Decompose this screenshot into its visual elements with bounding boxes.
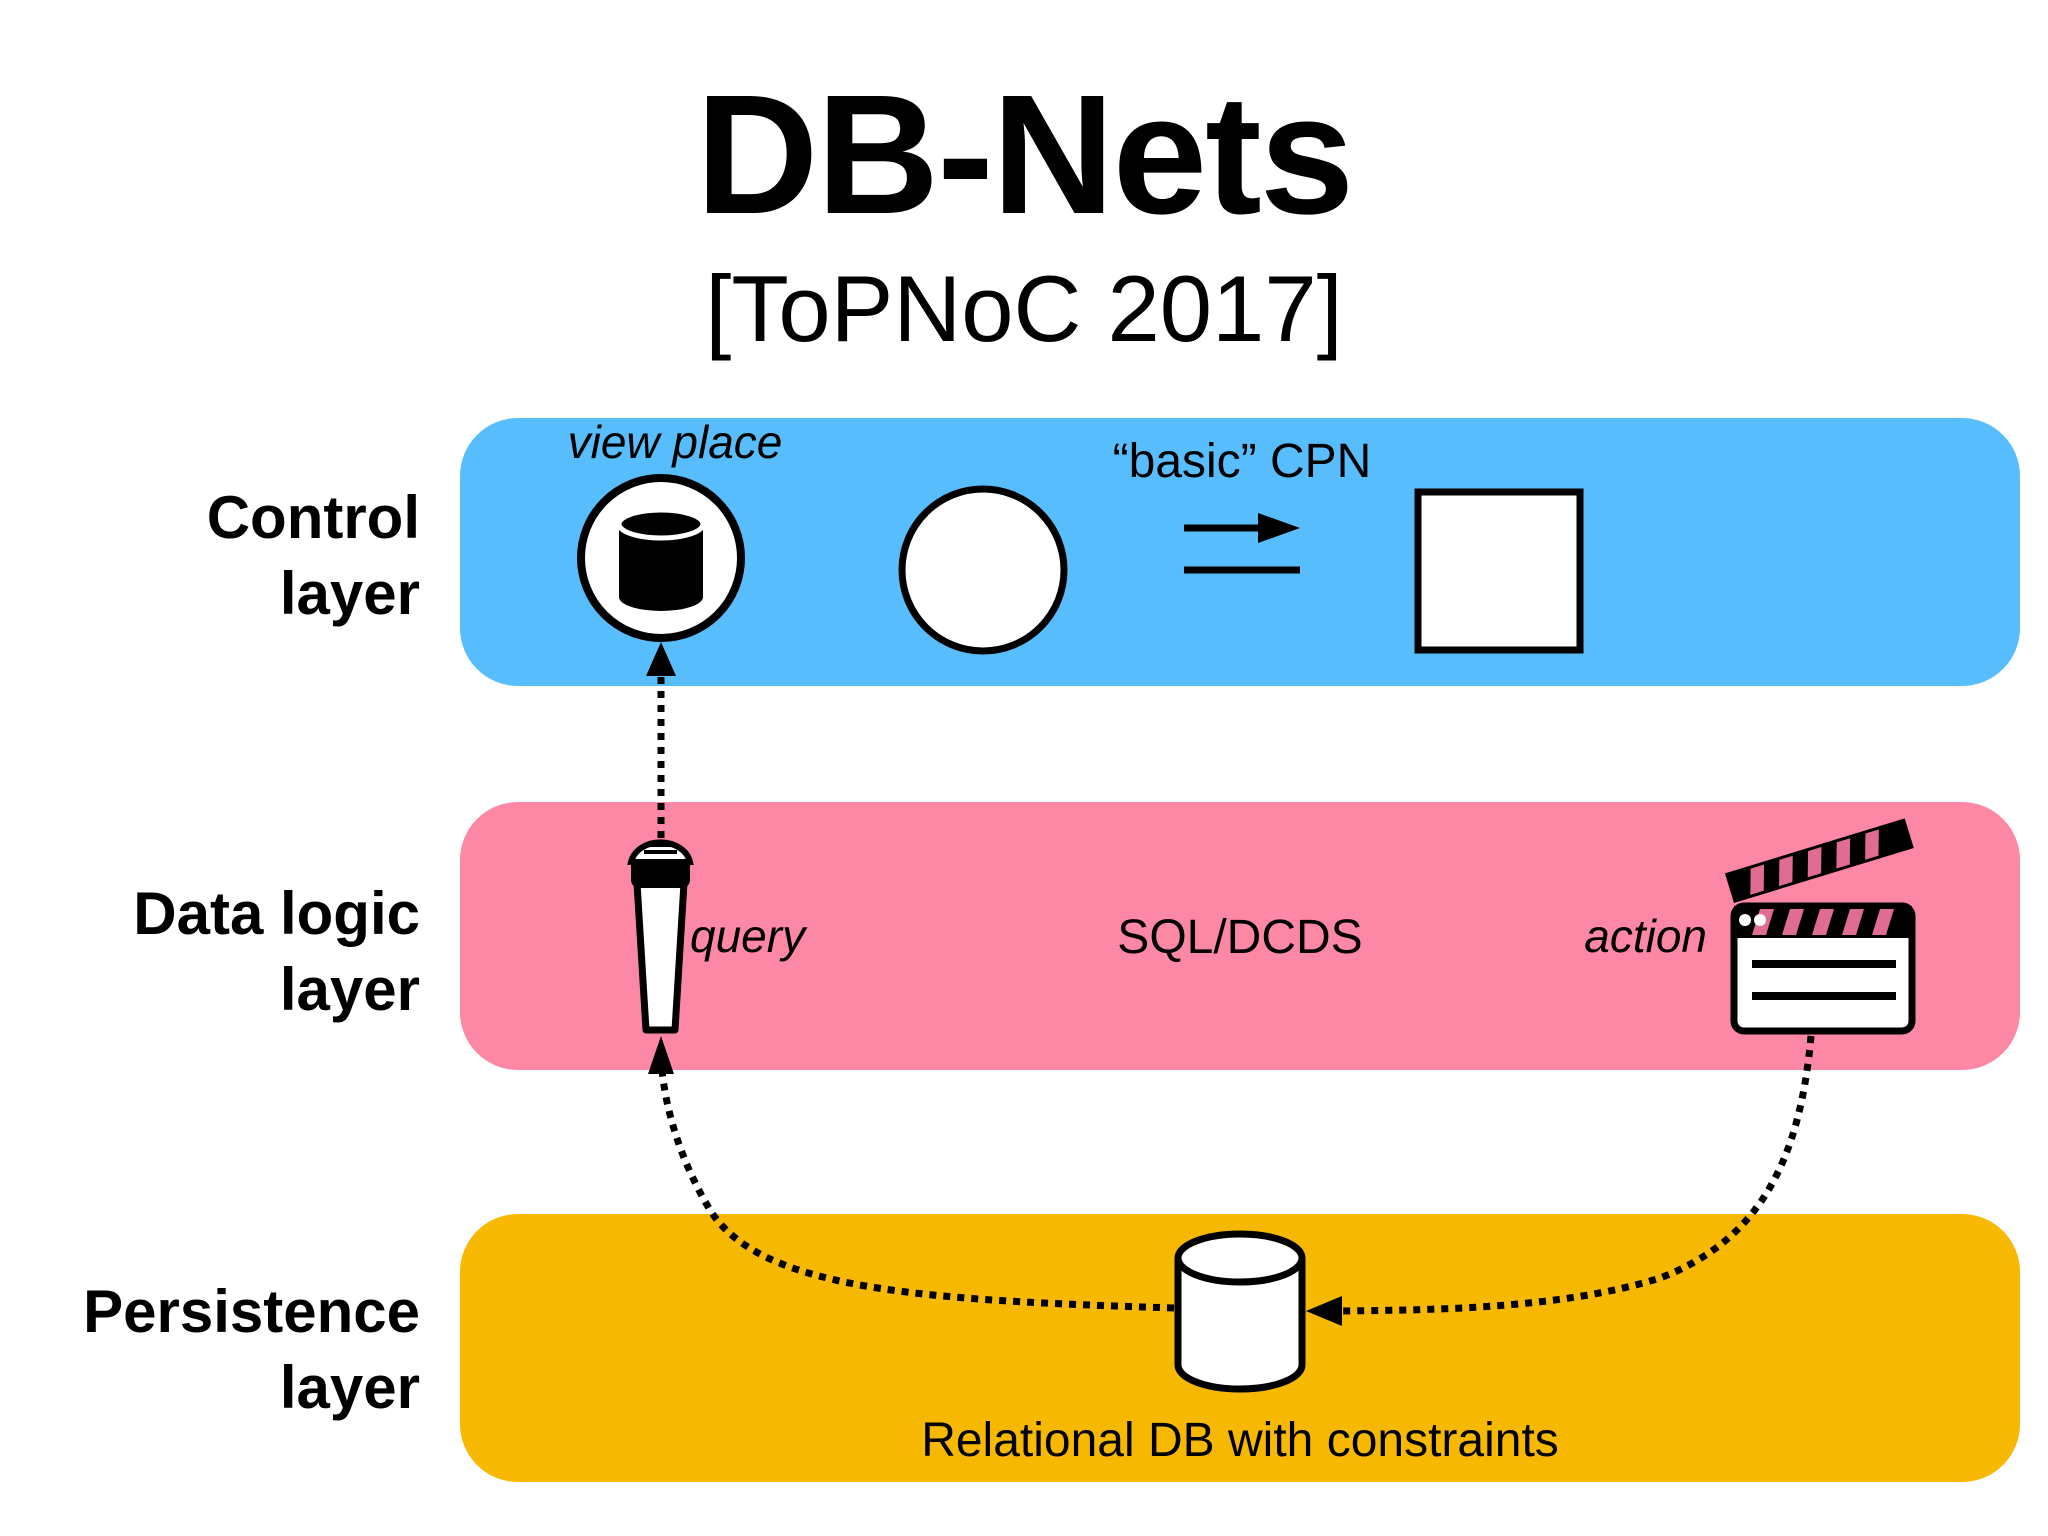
- basic-cpn-label: “basic” CPN: [1113, 435, 1372, 488]
- persistence-layer-label: Persistence layer: [83, 1274, 420, 1426]
- data-logic-layer-label-line2: layer: [279, 956, 420, 1023]
- transition-square-icon: [1414, 488, 1584, 654]
- view-place-icon: [577, 474, 745, 642]
- place-circle-icon: [898, 485, 1068, 655]
- control-layer-label-line2: layer: [279, 560, 420, 627]
- action-label: action: [1584, 910, 1707, 962]
- query-label: query: [690, 910, 808, 962]
- relational-db-label: Relational DB with constraints: [921, 1414, 1559, 1467]
- view-place-label: view place: [568, 416, 783, 468]
- query-arrow: [648, 1036, 1175, 1312]
- sql-dcds-label: SQL/DCDS: [1117, 911, 1362, 964]
- data-logic-layer-label: Data logic layer: [133, 876, 420, 1028]
- arc-arrow-icon: [1184, 513, 1300, 574]
- persistence-layer-label-line2: layer: [279, 1354, 420, 1421]
- data-logic-layer-label-line1: Data logic: [133, 880, 420, 947]
- persistence-layer-label-line1: Persistence: [83, 1278, 420, 1345]
- clapperboard-icon[interactable]: [1724, 818, 1916, 1035]
- page-subtitle: [ToPNoC 2017]: [705, 256, 1343, 361]
- query-result-arrow: [646, 642, 676, 838]
- control-layer-label-line1: Control: [206, 484, 420, 551]
- page-title: DB-Nets: [695, 60, 1355, 250]
- database-cylinder-icon[interactable]: [1174, 1230, 1306, 1393]
- microphone-icon[interactable]: [627, 839, 694, 1034]
- action-arrow: [1306, 1035, 1815, 1326]
- control-layer-label: Control layer: [207, 480, 420, 632]
